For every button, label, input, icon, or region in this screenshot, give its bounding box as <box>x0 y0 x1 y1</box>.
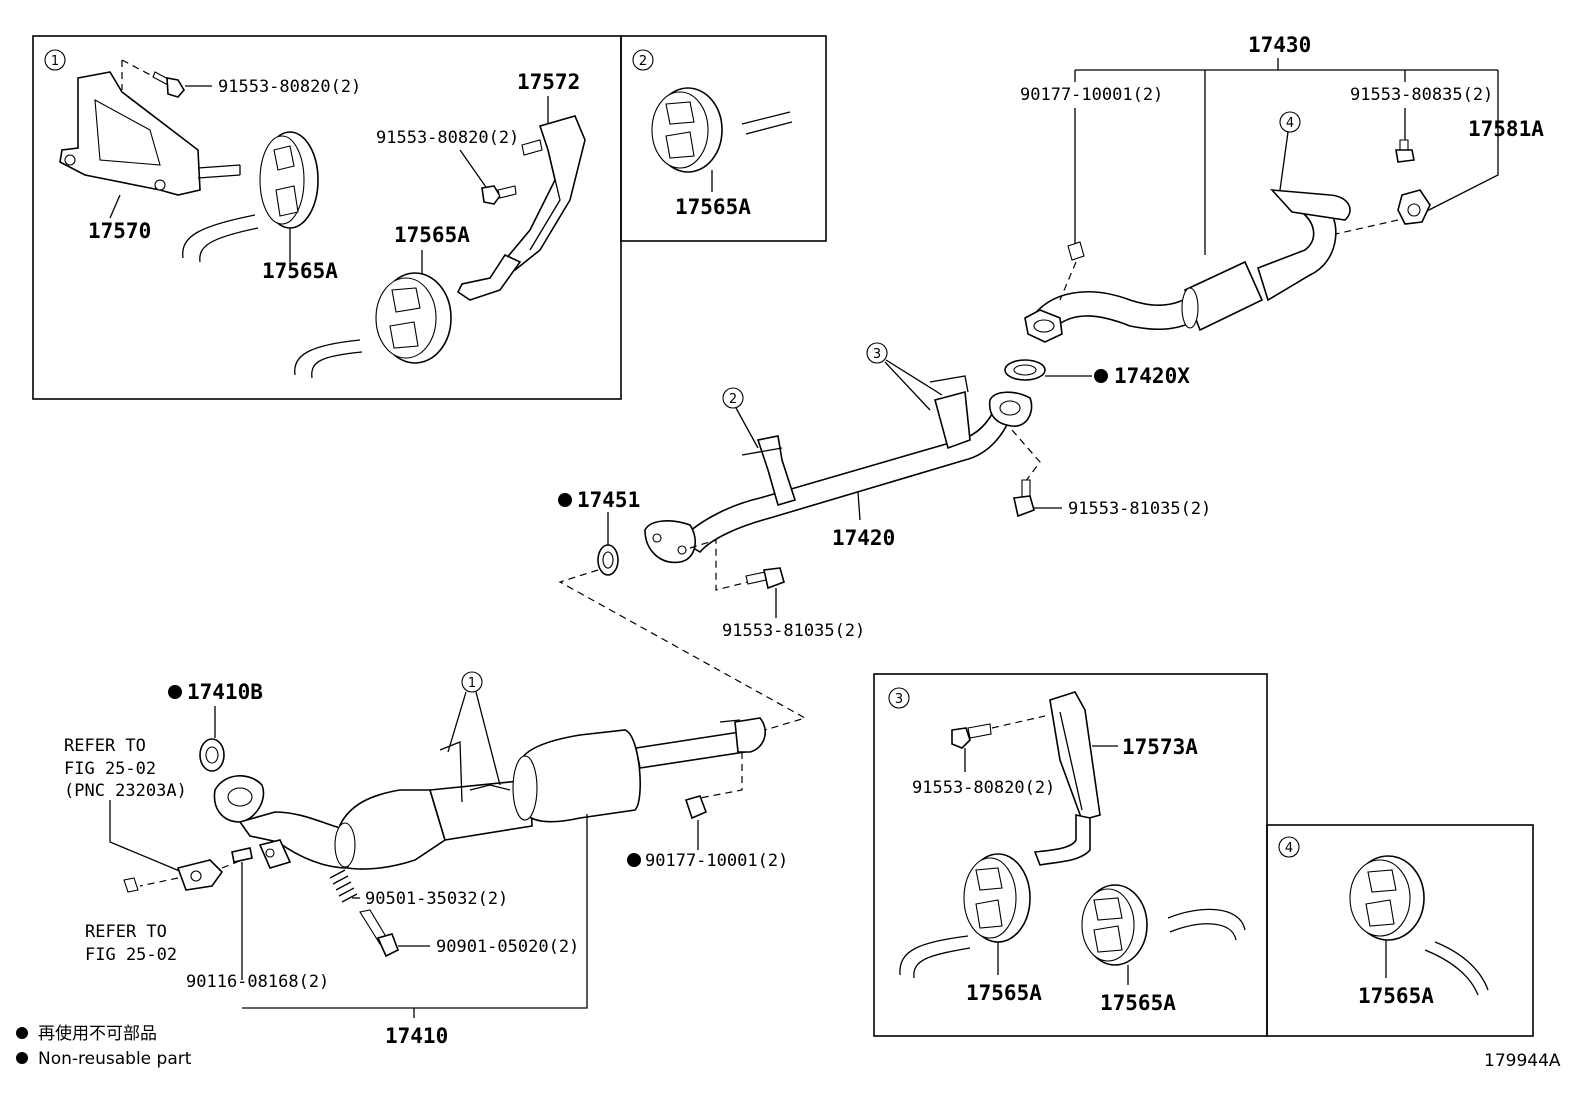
part-label: 17410 <box>385 1024 448 1048</box>
rubber-hanger-icon <box>1349 855 1425 941</box>
part-label: 17420X <box>1114 364 1190 388</box>
part-label: 91553-81035(2) <box>1068 499 1211 519</box>
callout-circle <box>632 49 654 71</box>
part-label: 17565A <box>262 259 338 283</box>
clamp-17581a <box>1397 189 1431 225</box>
part-label: 91553-80835(2) <box>1350 85 1493 105</box>
callout-number: 3 <box>895 692 903 707</box>
part-label: 90177-10001(2) <box>1020 85 1163 105</box>
part-label: 17565A <box>1358 984 1434 1008</box>
bracket-17572 <box>456 115 586 301</box>
part-label: 17420 <box>832 526 895 550</box>
part-label: 90177-10001(2) <box>645 851 788 871</box>
stay-bracket-17570 <box>59 71 241 196</box>
bolt-icon <box>951 723 992 749</box>
part-label: 17565A <box>1100 991 1176 1015</box>
part-label: 17430 <box>1248 33 1311 57</box>
legend-dot <box>16 1052 28 1064</box>
callout-number: 2 <box>729 392 737 407</box>
callout-circle <box>866 342 888 364</box>
figure-id: 179944A <box>1484 1051 1561 1071</box>
part-label: 91553-80820(2) <box>218 77 361 97</box>
spring-icon <box>329 869 358 903</box>
bolt-icon <box>481 185 517 205</box>
refer-text: REFER TO <box>85 922 167 942</box>
legend-jp: 再使用不可部品 <box>38 1023 157 1044</box>
sensor-part-icon <box>176 859 224 891</box>
bolt-icon <box>152 71 185 98</box>
bracket-17573a <box>1033 691 1101 866</box>
rubber-hanger-icon <box>963 853 1031 943</box>
part-label: 17565A <box>394 223 470 247</box>
part-label: 17410B <box>187 680 263 704</box>
part-label: 17451 <box>577 488 640 512</box>
legend-en: Non-reusable part <box>38 1049 192 1069</box>
detail-box-4 <box>1266 824 1534 1037</box>
center-pipe-17420 <box>644 375 1033 564</box>
legend-dot <box>16 1027 28 1039</box>
callout-circle <box>44 49 66 71</box>
bolt-icon <box>745 567 785 590</box>
detail-box-2 <box>620 35 827 242</box>
callout-circle <box>1279 111 1301 133</box>
callout-circle <box>1278 836 1300 858</box>
callout-number: 1 <box>468 676 476 691</box>
part-label: 90901-05020(2) <box>436 937 579 957</box>
refer-text: (PNC 23203A) <box>64 781 187 801</box>
rubber-hanger-icon <box>375 272 452 364</box>
part-label: 91553-81035(2) <box>722 621 865 641</box>
part-label: 17565A <box>675 195 751 219</box>
callout-number: 2 <box>639 54 647 69</box>
part-label: 91553-80820(2) <box>912 778 1055 798</box>
non-reusable-dot <box>168 685 182 699</box>
nut-icon <box>1067 241 1085 261</box>
tail-pipe-assembly <box>1024 189 1351 343</box>
callout-number: 4 <box>1286 116 1294 131</box>
part-label: 17572 <box>517 70 580 94</box>
non-reusable-dot <box>558 493 572 507</box>
part-label: 17570 <box>88 219 151 243</box>
rubber-hanger-icon <box>259 131 319 229</box>
bolt-icon <box>359 909 400 958</box>
nut-icon <box>123 877 139 893</box>
refer-text: FIG 25-02 <box>64 759 156 779</box>
callout-number: 4 <box>1285 841 1293 856</box>
callout-number: 3 <box>873 347 881 362</box>
bolt-icon <box>1013 479 1035 518</box>
callout-circle <box>888 687 910 709</box>
non-reusable-dot <box>1094 369 1108 383</box>
non-reusable-dot <box>627 853 641 867</box>
callout-circle <box>722 387 744 409</box>
stud-icon <box>231 847 253 863</box>
callout-number: 1 <box>51 54 59 69</box>
rubber-hanger-icon <box>651 87 723 173</box>
part-label: 17573A <box>1122 735 1198 759</box>
refer-text: FIG 25-02 <box>85 945 177 965</box>
front-pipe-17410 <box>213 717 766 870</box>
part-label: 90116-08168(2) <box>186 972 329 992</box>
bolt-icon <box>1395 139 1415 163</box>
callout-circle <box>461 671 483 693</box>
part-label: 17565A <box>966 981 1042 1005</box>
nut-icon <box>684 795 708 820</box>
refer-text: REFER TO <box>64 736 146 756</box>
part-label: 91553-80820(2) <box>376 128 519 148</box>
part-label: 17581A <box>1468 117 1544 141</box>
rubber-hanger-icon <box>1081 884 1148 966</box>
part-label: 90501-35032(2) <box>365 889 508 909</box>
